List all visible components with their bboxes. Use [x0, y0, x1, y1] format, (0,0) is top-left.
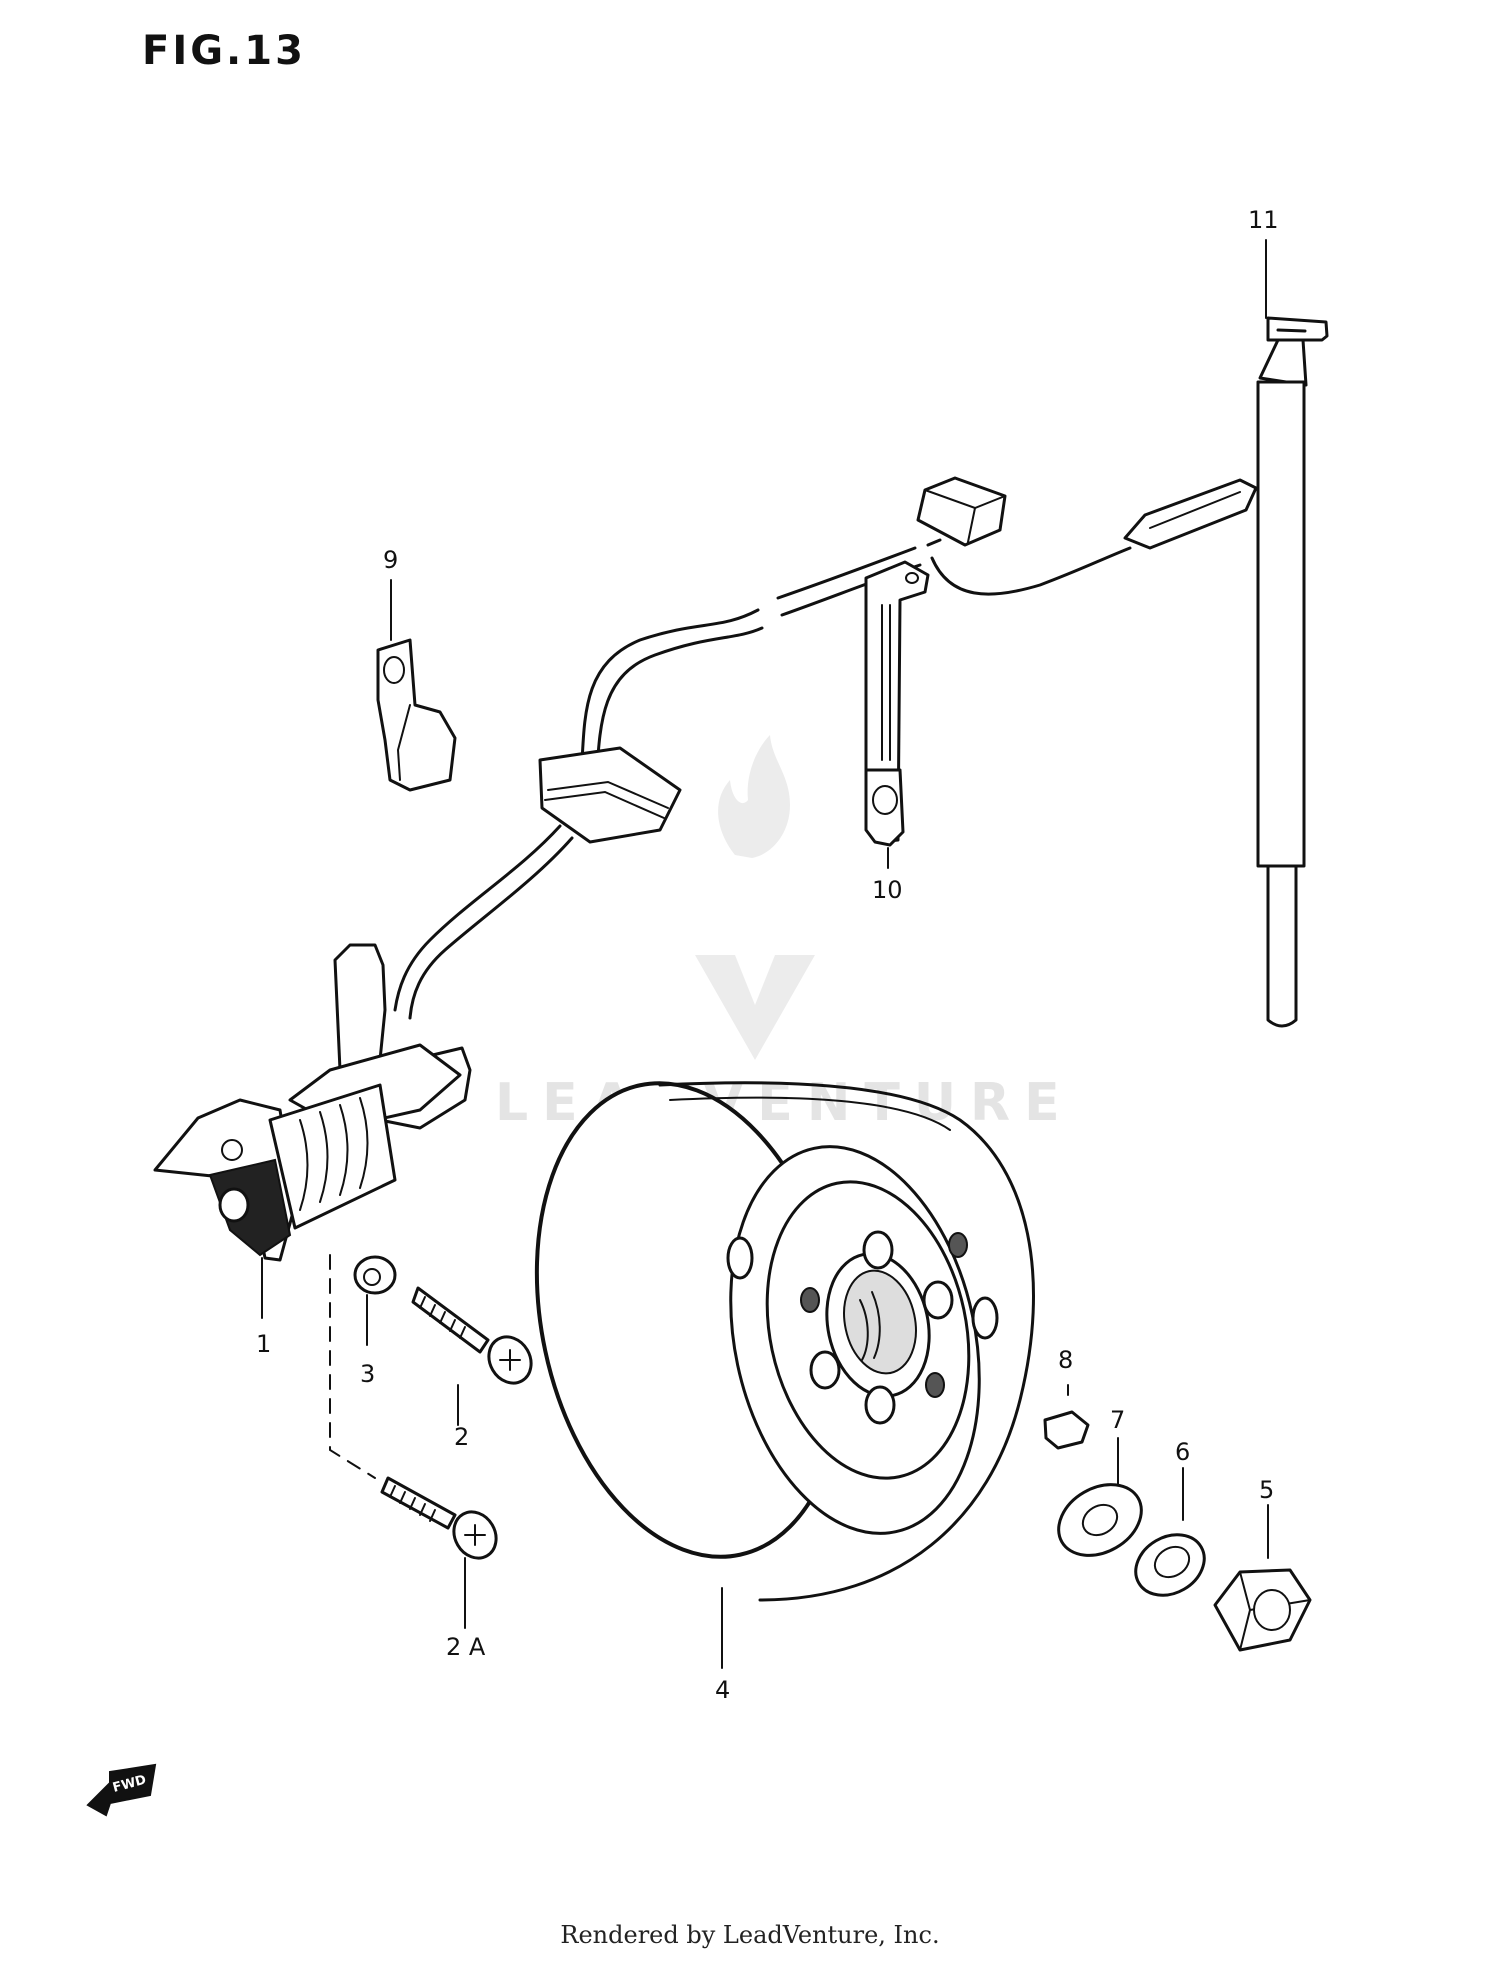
part-9-clamp — [376, 638, 457, 792]
callout-4: 4 — [715, 1676, 730, 1704]
part-2-screw — [411, 1286, 533, 1385]
part-1-pickup-coil — [153, 943, 472, 1262]
callout-9: 9 — [383, 546, 398, 574]
part-5-nut — [1213, 1568, 1312, 1652]
callout-2a: 2 A — [446, 1633, 486, 1661]
callout-8: 8 — [1058, 1346, 1073, 1374]
callout-5: 5 — [1259, 1476, 1274, 1504]
front-arrow-marker: FWD — [86, 1763, 157, 1817]
callout-2: 2 — [454, 1423, 469, 1451]
callout-1: 1 — [256, 1330, 271, 1358]
leader-lines — [261, 239, 1269, 1669]
part-10-bracket — [864, 560, 930, 847]
part-4-rotor — [534, 1081, 1035, 1602]
part-7-washer — [1057, 1483, 1143, 1557]
part-6-lock-washer — [1134, 1533, 1206, 1597]
part-11-strap — [1256, 316, 1329, 1028]
callout-11: 11 — [1248, 206, 1279, 234]
wiring-harness — [393, 476, 1258, 1020]
callout-6: 6 — [1175, 1438, 1190, 1466]
part-3-washer — [353, 1255, 397, 1295]
figure-title: FIG.13 — [142, 28, 306, 74]
part-2a-screw — [380, 1476, 498, 1560]
callout-7: 7 — [1110, 1406, 1125, 1434]
callout-10: 10 — [872, 876, 903, 904]
callout-3: 3 — [360, 1360, 375, 1388]
part-8-key — [1043, 1410, 1090, 1450]
footer-credit: Rendered by LeadVenture, Inc. — [560, 1921, 940, 1949]
